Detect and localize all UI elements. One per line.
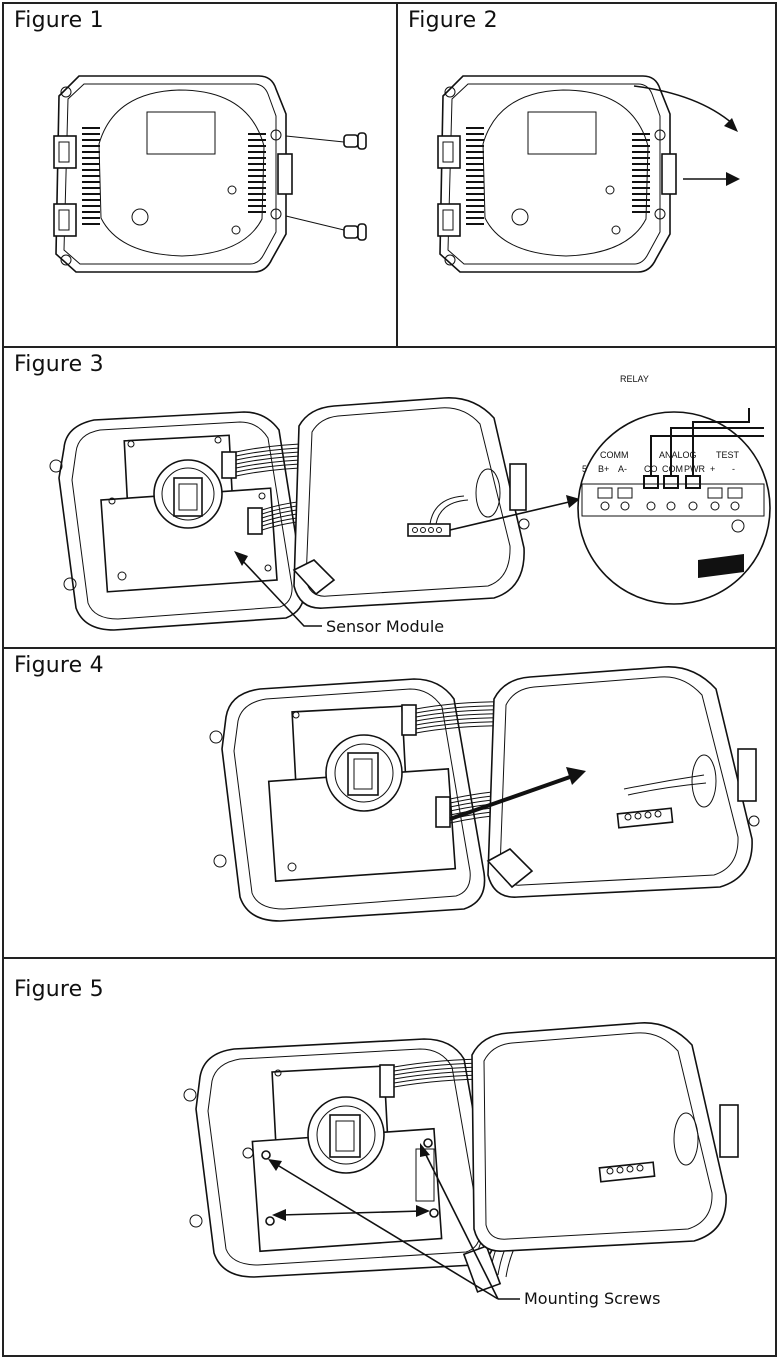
terminal-label: 5 xyxy=(582,464,587,474)
inset-relay-label: RELAY xyxy=(620,374,649,384)
figure-2-drawing xyxy=(437,75,740,273)
sensor-module-label: Sensor Module xyxy=(326,617,444,636)
terminal-label: B+ xyxy=(598,464,609,474)
figure-2-title: Figure 2 xyxy=(408,8,498,33)
figure-1-title: Figure 1 xyxy=(14,8,104,33)
housing-closed xyxy=(53,75,293,273)
terminal-label: PWR xyxy=(684,464,705,474)
inset-comm-label: COMM xyxy=(600,450,629,460)
figure-1-drawing xyxy=(53,75,367,273)
housing-closed xyxy=(437,75,677,273)
open-arrow-straight xyxy=(683,172,740,186)
inset-test-label: TEST xyxy=(716,450,740,460)
figure-3-panel: Figure 3 xyxy=(2,346,777,649)
figure-5-title: Figure 5 xyxy=(14,977,104,1002)
figure-3-drawing: RELAY COMM ANALOG TEST 5 B+ A- CO COM PW… xyxy=(49,374,771,636)
figure-4-panel: Figure 4 xyxy=(2,647,777,959)
figure-4-title: Figure 4 xyxy=(14,653,104,678)
open-arrow-curved xyxy=(633,85,738,132)
mounting-screws-label: Mounting Screws xyxy=(524,1289,660,1308)
screw-bottom xyxy=(285,215,367,241)
back-housing xyxy=(292,397,530,609)
terminal-label: - xyxy=(732,464,735,474)
terminal-inset: RELAY COMM ANALOG TEST 5 B+ A- CO COM PW… xyxy=(577,374,771,605)
back-housing xyxy=(486,666,760,898)
figure-4-drawing xyxy=(209,666,760,922)
terminal-label: + xyxy=(710,464,715,474)
sensor-module-callout: Sensor Module xyxy=(234,551,444,636)
figure-3-title: Figure 3 xyxy=(14,352,104,377)
figure-1-panel: Figure 1 xyxy=(2,2,398,348)
cable-route-arrow xyxy=(449,767,586,821)
figure-5-panel: Figure 5 xyxy=(2,957,777,1357)
figure-5-drawing: Mounting Screws xyxy=(183,1022,739,1308)
base-housing xyxy=(209,678,486,922)
mounting-screws-callout: Mounting Screws xyxy=(498,1289,660,1308)
signal-wires xyxy=(650,408,764,476)
inset-analog-label: ANALOG xyxy=(659,450,697,460)
figure-2-panel: Figure 2 xyxy=(396,2,777,348)
inset-pointer-arrow xyxy=(449,495,580,531)
screw-top xyxy=(285,132,367,150)
back-housing xyxy=(471,1022,739,1252)
terminal-label: A- xyxy=(618,464,627,474)
terminal-label: COM xyxy=(662,464,683,474)
screw-pointer-arrows xyxy=(268,1143,499,1300)
base-housing xyxy=(183,1038,496,1278)
